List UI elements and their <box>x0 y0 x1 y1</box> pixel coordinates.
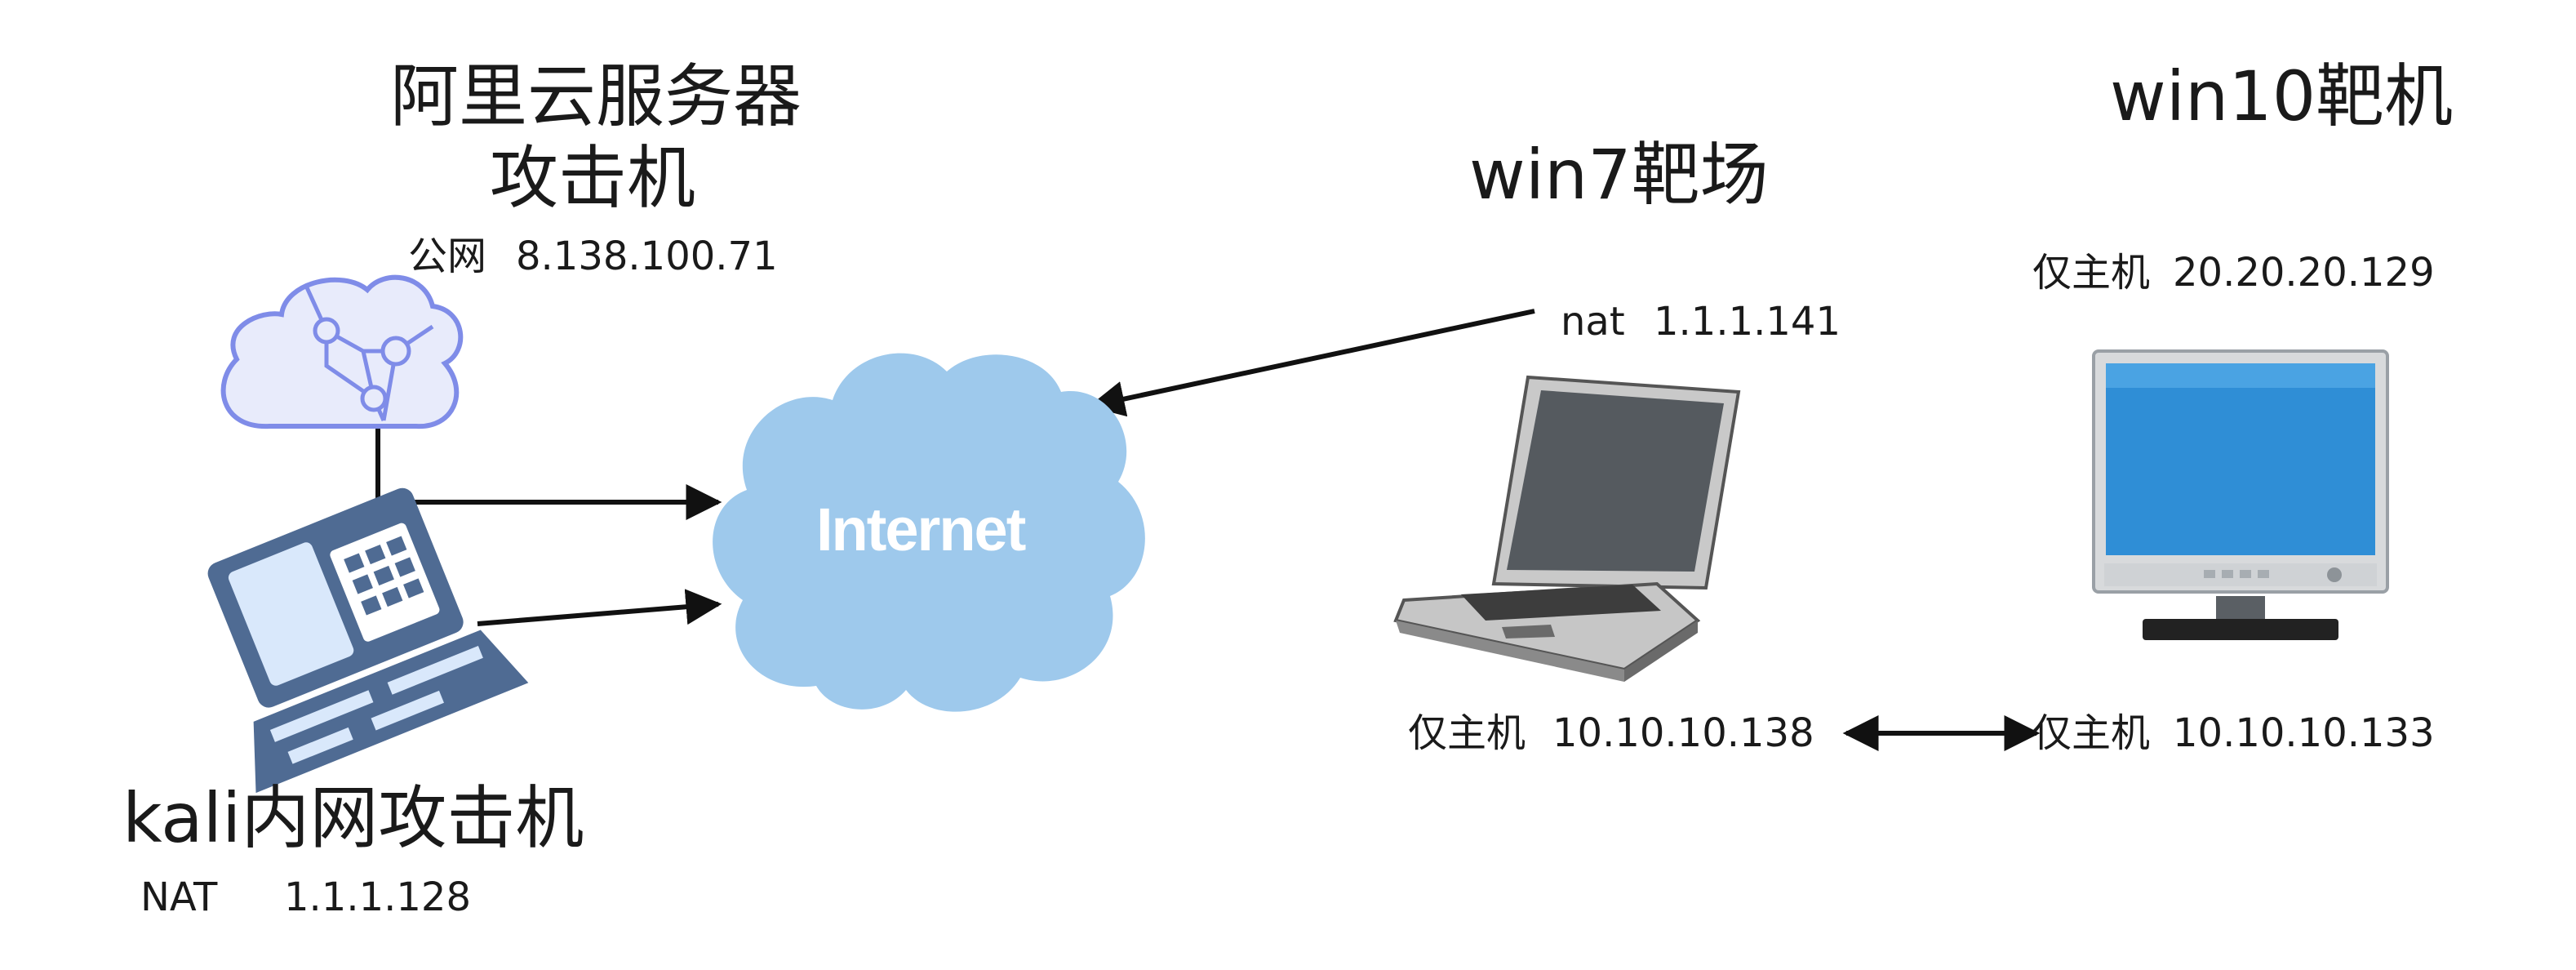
kali-title: kali内网攻击机 <box>122 778 584 858</box>
win7-nat-label: nat <box>1561 299 1625 345</box>
kali-net-label: NAT <box>140 874 218 920</box>
aliyun-public-ip: 8.138.100.71 <box>516 234 778 279</box>
win10-host-only-label-1: 仅主机 <box>2032 250 2151 296</box>
win10-host-only-label-2: 仅主机 <box>2032 710 2151 756</box>
internet-label: Internet <box>816 496 1026 563</box>
win7-to-internet-arrow <box>1088 309 1535 417</box>
kali-ip: 1.1.1.128 <box>284 874 472 920</box>
kali-to-internet-arrow <box>477 589 722 626</box>
win7-host-only-ip: 10.10.10.138 <box>1552 710 1814 756</box>
aliyun-title: 阿里云服务器 <box>390 56 802 136</box>
win7-nat-ip: 1.1.1.141 <box>1654 299 1841 345</box>
win10-host-only-ip-2: 10.10.10.133 <box>2173 710 2435 756</box>
aliyun-subtitle: 攻击机 <box>490 138 696 218</box>
aliyun-public-label: 公网 <box>408 234 487 279</box>
win10-title: win10靶机 <box>2110 56 2454 136</box>
win10-host-only-ip-1: 20.20.20.129 <box>2173 250 2435 296</box>
win7-host-only-label: 仅主机 <box>1408 710 1526 756</box>
win7-title: win7靶场 <box>1469 135 1769 215</box>
